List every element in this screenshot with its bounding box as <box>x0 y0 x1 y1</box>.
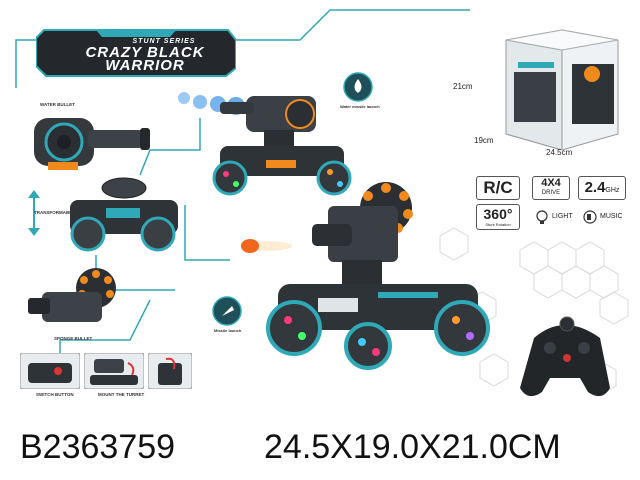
sponge-turret-image <box>28 268 116 322</box>
box-width-label: 24.5cm <box>546 148 573 157</box>
transform-arrows-icon <box>28 190 40 236</box>
mount-turret-caption: MOUNT THE TURRET <box>98 392 145 397</box>
water-car-image <box>212 96 352 196</box>
water-launch-badge <box>343 72 373 102</box>
missile-launch-caption: Missile launch <box>214 328 242 333</box>
title-banner <box>36 29 236 77</box>
box-height-label: 21cm <box>453 82 473 91</box>
rotation-badge: 360° Stunt Rotation <box>476 204 520 230</box>
box-depth-label: 19cm <box>474 136 494 145</box>
missile-launch-badge <box>212 296 242 326</box>
package-size: 24.5X19.0X21.0CM <box>264 428 561 466</box>
thumbnail-mount <box>84 353 144 389</box>
music-label: MUSIC <box>600 213 623 220</box>
water-bullet-caption: WATER BULLET <box>40 102 75 107</box>
drive-badge: 4X4 DRIVE <box>532 176 570 200</box>
sponge-bullet-caption: SPONGE BULLET <box>54 336 93 341</box>
thumbnail-switch <box>20 353 80 389</box>
light-label: LIGHT <box>552 213 573 220</box>
remote-controller-image <box>520 316 610 397</box>
frequency-unit: GHz <box>605 187 620 194</box>
series-label: STUNT SERIES <box>132 38 196 45</box>
frequency-badge: 2.4GHz <box>578 176 626 200</box>
product-title: CRAZY BLACK WARRIOR <box>85 44 205 74</box>
rotation-sub: Stunt Rotation <box>485 222 511 227</box>
package-box-image <box>505 29 619 151</box>
rotation-value: 360° <box>483 206 513 222</box>
water-turret-image <box>34 118 150 170</box>
frequency-value: 2.4 <box>584 179 606 196</box>
music-feature: MUSIC <box>582 206 628 228</box>
speaker-icon <box>583 210 597 224</box>
drive-bottom-text: DRIVE <box>541 190 561 196</box>
transformable-caption: TRANSFORMABLE <box>34 210 75 215</box>
light-feature: LIGHT <box>534 206 580 228</box>
light-bulb-icon <box>536 210 548 224</box>
switch-button-caption: SWITCH BUTTON <box>36 392 74 397</box>
water-launch-caption: Water missile launch <box>340 104 380 109</box>
rc-badge: R/C <box>476 176 520 200</box>
transform-car-image <box>70 177 178 252</box>
main-car-image <box>266 182 490 370</box>
thumbnail-turret <box>148 353 192 389</box>
drive-top-text: 4X4 <box>541 177 561 189</box>
product-code: B2363759 <box>20 428 176 466</box>
sponge-shot-image <box>240 239 292 253</box>
